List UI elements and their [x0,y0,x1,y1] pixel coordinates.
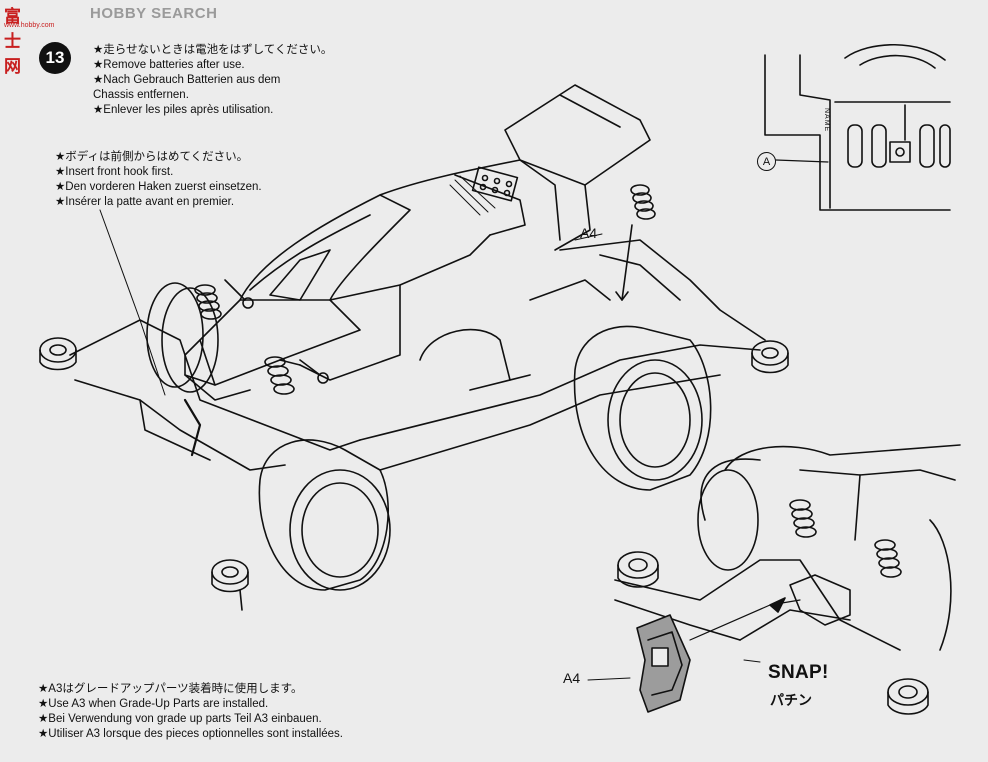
spring-rear [615,184,656,301]
label-part-a: A [757,152,776,171]
notes-front-hook: ★ボディは前側からはめてください。 ★Insert front hook fir… [55,150,262,210]
note-line: ★Insérer la patte avant en premier. [55,196,235,208]
note-line: ★Enlever les piles après utilisation. [93,104,274,116]
note-line: ★Bei Verwendung von grade up parts Teil … [38,713,322,725]
note-line: ★走らせないときは電池をはずしてください。 [93,44,333,56]
note-line: Chassis entfernen. [93,89,189,101]
detail-inset-illustration [764,43,951,211]
wheel-rear-right [573,325,712,491]
note-line: ★A3はグレードアップパーツ装着時に使用します。 [38,683,303,695]
note-line: ★Den vorderen Haken zuerst einsetzen. [55,181,262,193]
note-line: ★Use A3 when Grade-Up Parts are installe… [38,698,269,710]
snap-detail-illustration [614,444,961,715]
leader-a4-top [574,233,603,241]
wheel-front-left [146,282,219,393]
roller-front-right [211,559,249,611]
note-line: ★Insert front hook first. [55,166,174,178]
notes-batteries: ★走らせないときは電池をはずしてください。 ★Remove batteries … [93,43,332,118]
snap-label-japanese: パチン [770,692,812,708]
label-name-plate: NAME [823,108,830,133]
notes-grade-up: ★A3はグレードアップパーツ装着時に使用します。 ★Use A3 when Gr… [38,682,343,742]
chassis-illustration [69,184,766,471]
roller-front-left [39,337,77,371]
roller-rear-right [751,340,789,374]
label-a4-top: A4 [580,225,598,241]
leader-snap [743,659,761,663]
note-line: ★Utiliser A3 lorsque des pieces optionne… [38,728,344,740]
snap-label: SNAP! [768,662,829,683]
car-body-illustration [184,84,651,401]
step-number-badge: 13 [39,42,71,74]
label-a4-bottom: A4 [563,670,581,686]
note-line: ★Nach Gebrauch Batterien aus dem [93,74,281,86]
watermark-logo: 富士网 [4,7,21,76]
a4-clip-part [636,614,691,713]
watermark-url: www.hobby.com [4,22,55,29]
watermark-search: HOBBY SEARCH [90,5,218,22]
note-line: ★ボディは前側からはめてください。 [55,151,249,163]
leader-a4-bottom [587,677,631,681]
spring-left [194,279,329,395]
wheel-front-right [258,439,391,591]
note-line: ★Remove batteries after use. [93,59,245,71]
